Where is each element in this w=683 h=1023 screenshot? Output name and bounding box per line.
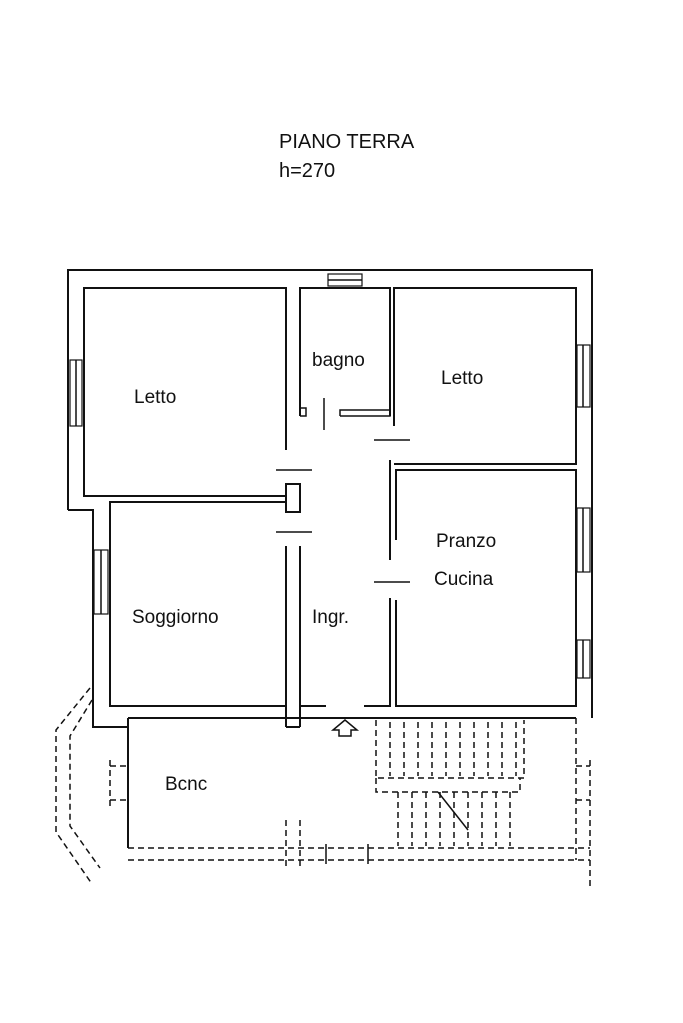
- room-label-box: Bcnc: [165, 774, 207, 795]
- corridor-doors: [276, 469, 312, 533]
- room-letto-right: Letto: [374, 287, 577, 465]
- room-label-cucina: Cucina: [434, 569, 494, 590]
- room-label-pranzo: Pranzo: [436, 531, 496, 552]
- room-bagno: bagno: [299, 287, 391, 430]
- room-ingresso: Ingr.: [285, 546, 576, 737]
- outer-walls: [67, 269, 593, 728]
- room-label-letto-right: Letto: [441, 368, 483, 389]
- room-label-ingresso: Ingr.: [312, 607, 349, 628]
- ceiling-height-label: h=270: [279, 160, 336, 182]
- room-label-bagno: bagno: [312, 350, 365, 371]
- room-letto-left: Letto: [83, 287, 287, 497]
- plan-title: PIANO TERRA: [279, 131, 415, 153]
- room-label-soggiorno: Soggiorno: [132, 607, 219, 628]
- room-box: Bcnc: [127, 717, 286, 848]
- room-label-letto-left: Letto: [134, 387, 176, 408]
- entrance-arrow-icon: [330, 719, 360, 737]
- external-dashed-features: [55, 687, 591, 888]
- windows: [69, 273, 591, 679]
- room-pranzo-cucina: Pranzo Cucina: [374, 460, 577, 707]
- room-soggiorno: Soggiorno: [109, 501, 287, 707]
